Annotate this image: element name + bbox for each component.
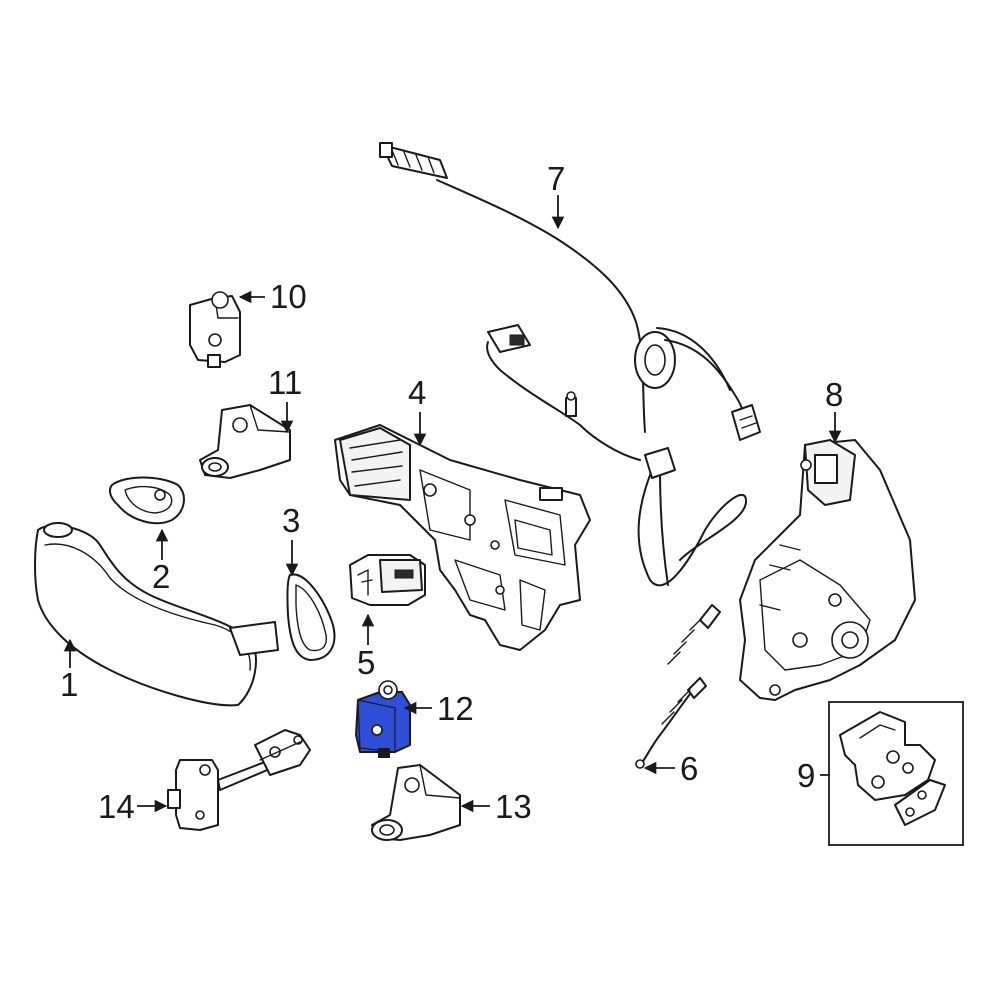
- callout-12: 12: [437, 690, 474, 727]
- part-7-wiring-harness[interactable]: [379, 142, 761, 587]
- part-5-cylinder-housing[interactable]: [349, 554, 426, 606]
- callout-10: 10: [270, 278, 307, 315]
- callout-11: 11: [268, 364, 302, 401]
- callout-6: 6: [680, 750, 698, 787]
- callout-8: 8: [825, 376, 843, 413]
- callout-13: 13: [495, 788, 532, 825]
- callout-9: 9: [797, 757, 815, 794]
- part-3-trim-gasket[interactable]: [286, 573, 336, 661]
- cable-end-1: [667, 604, 721, 665]
- callout-2: 2: [152, 558, 170, 595]
- striker-plate: [839, 711, 936, 801]
- harness-connector-top: [379, 142, 448, 179]
- callout-7: 7: [547, 160, 565, 197]
- part-12-bracket-highlighted[interactable]: [355, 680, 411, 758]
- part-4-lock-module[interactable]: [334, 424, 591, 651]
- part-14-door-check[interactable]: [167, 729, 311, 831]
- striker-gasket: [894, 779, 946, 826]
- callout-14: 14: [98, 788, 135, 825]
- part-10-bracket[interactable]: [189, 291, 241, 368]
- part-13-bracket[interactable]: [371, 764, 461, 841]
- callout-3: 3: [282, 502, 300, 539]
- callout-1: 1: [60, 666, 78, 703]
- part-1-outside-handle[interactable]: [34, 522, 279, 707]
- harness-connector-left: [487, 324, 531, 353]
- cable-end-2: [661, 677, 707, 725]
- callout-4: 4: [408, 374, 426, 411]
- callouts: 1 2 3 4 5 6 7 8 9 10 11 12 13: [60, 160, 843, 825]
- harness-ground-stud: [565, 391, 577, 417]
- part-8-door-latch[interactable]: [739, 439, 916, 701]
- part-11-bracket[interactable]: [199, 404, 291, 479]
- harness-clip: [644, 447, 676, 479]
- part-9-inset[interactable]: [828, 701, 964, 846]
- callout-5: 5: [357, 644, 375, 681]
- part-6-lock-cable[interactable]: [545, 604, 721, 853]
- harness-connector-right: [731, 404, 761, 441]
- part-2-handle-gasket[interactable]: [109, 476, 185, 525]
